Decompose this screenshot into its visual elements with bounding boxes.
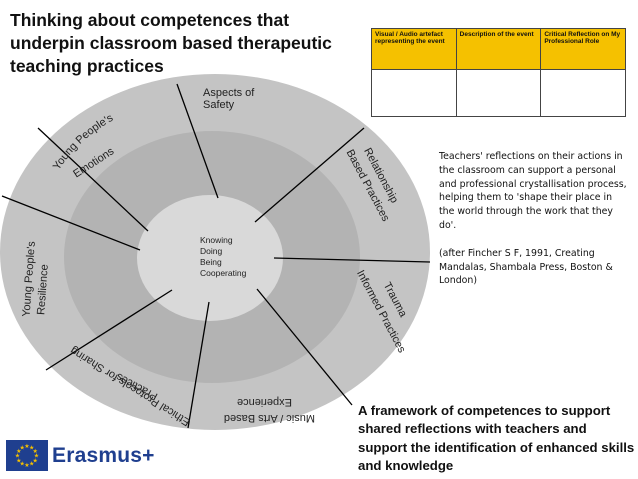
quote-block: Teachers' reflections on their actions i… — [439, 150, 629, 288]
eu-star-icon: ★ — [15, 453, 20, 460]
table-cell-empty[interactable] — [455, 69, 542, 117]
eu-star-icon: ★ — [16, 457, 21, 464]
eu-star-icon: ★ — [33, 457, 38, 464]
quote-citation: (after Fincher S F, 1991, Creating Manda… — [439, 247, 613, 287]
eu-star-icon: ★ — [16, 448, 21, 455]
table-cell-empty[interactable] — [540, 69, 626, 117]
table-header-row: Visual / Audio artefact representing the… — [371, 28, 626, 70]
slide-title: Thinking about competences that underpin… — [10, 10, 332, 76]
eu-star-icon: ★ — [29, 444, 34, 451]
aspects-of-safety-line-1: Aspects of — [203, 87, 255, 99]
reflection-table: Visual / Audio artefact representing the… — [371, 28, 626, 117]
center-line-doing: Doing — [200, 246, 222, 256]
eu-star-icon: ★ — [20, 444, 25, 451]
eu-star-icon: ★ — [33, 448, 38, 455]
segment-divider-lines — [1, 83, 431, 429]
header-visual-audio-artefact: Visual / Audio artefact representing the… — [371, 28, 457, 70]
resilience-line-2: Resilience — [35, 264, 51, 315]
center-line-cooperating: Cooperating — [200, 268, 247, 278]
header-description: Description of the event — [455, 28, 542, 70]
wheel-center-labels: Knowing Doing Being Cooperating — [200, 235, 247, 278]
eu-star-icon: ★ — [24, 443, 29, 450]
eu-star-icon: ★ — [20, 461, 25, 468]
segment-label-aspects-of-safety: Aspects of Safety — [203, 87, 255, 111]
eu-star-icon: ★ — [24, 462, 29, 469]
eu-star-icon: ★ — [34, 453, 39, 460]
music-line-2: Experience — [237, 396, 292, 408]
header-critical-reflection: Critical Reflection on My Professional R… — [540, 28, 626, 70]
eu-star-icon: ★ — [29, 461, 34, 468]
quote-text: Teachers' reflections on their actions i… — [439, 151, 627, 231]
eu-flag-icon: ★★★★★★★★★★★★ — [6, 440, 48, 471]
segment-label-young-peoples-resilience: Young People's Resilience — [21, 240, 51, 317]
inner-ring — [137, 195, 283, 321]
erasmus-plus-logo-text: Erasmus+ — [52, 444, 155, 467]
center-line-being: Being — [200, 257, 222, 267]
music-line-1: Music / Arts Based — [224, 412, 315, 424]
framework-caption: A framework of competences to support sh… — [358, 403, 635, 474]
table-cell-empty[interactable] — [371, 69, 457, 117]
aspects-of-safety-line-2: Safety — [203, 99, 235, 111]
resilience-line-1: Young People's — [21, 240, 38, 317]
segment-label-music-arts-experience: Music / Arts Based Experience — [224, 396, 315, 424]
center-line-knowing: Knowing — [200, 235, 233, 245]
table-empty-row — [371, 69, 626, 117]
